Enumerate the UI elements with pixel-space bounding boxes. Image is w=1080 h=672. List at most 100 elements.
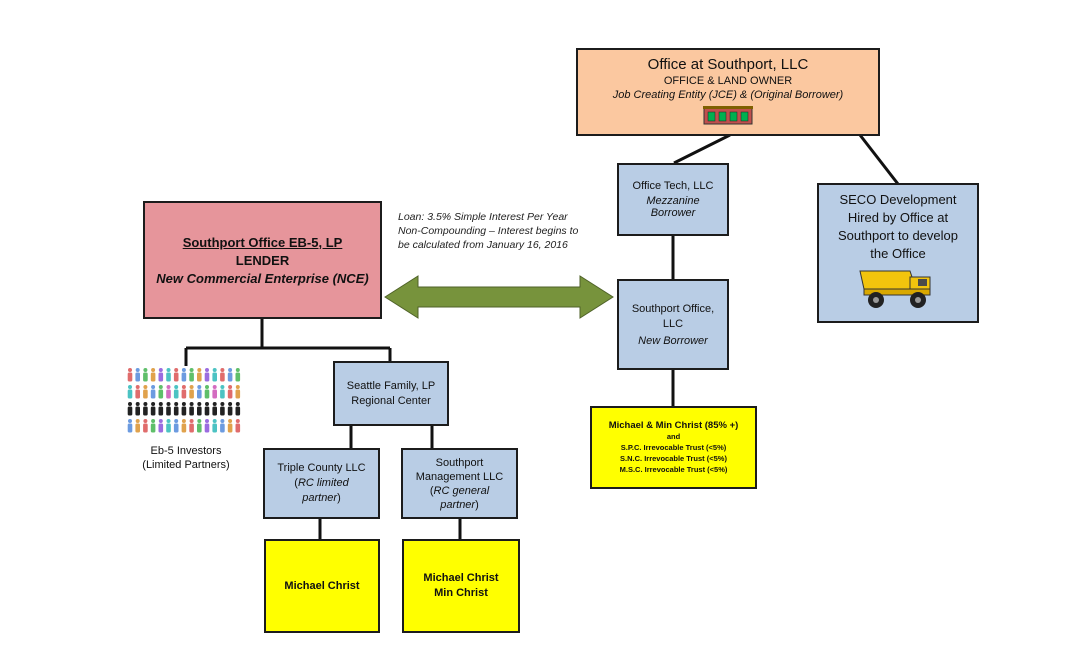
investor-figure-head [212, 419, 217, 423]
michael-christ-box: Michael Christ [264, 539, 380, 633]
investor-figure-head [220, 402, 225, 406]
investor-figure-head [151, 368, 156, 372]
investor-figure-body [204, 372, 210, 382]
investor-figure-head [135, 402, 140, 406]
lender-name: Southport Office EB-5, LP [182, 234, 343, 250]
investor-figure-body [181, 406, 187, 416]
new-borrower-role: New Borrower [638, 335, 708, 347]
investor-figure-head [189, 385, 194, 389]
investor-figure-head [151, 385, 156, 389]
investor-figure-head [189, 368, 194, 372]
triple-county-note-open: ( [294, 477, 298, 489]
investor-figure-head [189, 419, 194, 423]
investor-figure-head [158, 402, 163, 406]
investor-figure-head [143, 368, 148, 372]
investor-figure-body [212, 406, 217, 416]
owners-line1: Michael & Min Christ (85% +) [608, 420, 739, 431]
investor-figure-body [150, 389, 156, 399]
owners-line3: S.P.C. Irrevocable Trust (<5%) [620, 443, 727, 452]
building-icon [703, 105, 753, 125]
investor-figure-head [174, 385, 179, 389]
investor-figure-body [189, 406, 194, 416]
investor-figure-body [212, 423, 217, 433]
investor-figure-body [135, 423, 140, 433]
investor-figure-head [174, 368, 179, 372]
investor-figure-head [128, 419, 132, 423]
investor-figure-body [212, 372, 217, 382]
investor-figure-body [197, 406, 202, 416]
investor-figure-head [181, 385, 186, 389]
owners-box: Michael & Min Christ (85% +) and S.P.C. … [590, 406, 757, 489]
owner-name: Office at Southport, LLC [647, 56, 809, 73]
southport-mgmt-note-open: ( [429, 484, 434, 497]
investor-figure-head [166, 419, 171, 423]
investor-figure-head [151, 402, 156, 406]
investor-figure-body [197, 372, 202, 382]
investor-figure-body [135, 372, 140, 382]
investor-figure-head [235, 419, 240, 423]
investors-label: Eb-5 Investors (Limited Partners) [116, 444, 256, 472]
regional-center-name: Seattle Family, LP Regional Center [346, 379, 436, 407]
investor-figure-body [204, 423, 210, 433]
new-borrower-box: Southport Office, LLC New Borrower [617, 279, 729, 370]
investor-figure-body [235, 389, 241, 399]
investor-figure-body [143, 423, 148, 433]
michael-christ-text: Michael Christ [284, 580, 360, 592]
seco-box: SECO Development Hired by Office at Sout… [817, 183, 979, 323]
owner-role: OFFICE & LAND OWNER [663, 75, 793, 87]
investor-figure-body [197, 389, 202, 399]
investor-figure-head [212, 385, 217, 389]
investor-figure-head [174, 402, 179, 406]
investor-figure-head [135, 368, 140, 372]
investor-figure-head [205, 385, 209, 389]
investor-figure-body [204, 406, 210, 416]
investor-figure-head [143, 402, 148, 406]
investor-figure-head [158, 368, 163, 372]
people-icon [126, 366, 246, 436]
investor-figure-body [158, 389, 164, 399]
triple-county-box: Triple County LLC (RC limited partner) [263, 448, 380, 519]
owner-box: Office at Southport, LLC OFFICE & LAND O… [576, 48, 880, 136]
investor-figure-head [143, 385, 148, 389]
owner-note: Job Creating Entity (JCE) & (Original Bo… [612, 89, 844, 101]
investor-figure-body [150, 406, 156, 416]
investor-figure-head [181, 368, 186, 372]
triple-county-name: Triple County LLC [277, 462, 366, 474]
investor-figure-body [158, 423, 164, 433]
investor-figure-body [181, 389, 187, 399]
owners-line4: S.N.C. Irrevocable Trust (<5%) [620, 454, 727, 463]
investor-figure-body [173, 406, 179, 416]
investor-figure-body [235, 423, 241, 433]
dump-truck-icon [858, 267, 938, 309]
investor-figure-body [189, 389, 194, 399]
connector-owner-to-tech [673, 133, 731, 165]
investor-figure-body [173, 372, 179, 382]
investor-figure-head [197, 368, 202, 372]
connector-owner-to-seco [858, 134, 900, 185]
investor-figure-body [181, 423, 187, 433]
investor-figure-body [212, 389, 217, 399]
office-tech-role: Mezzanine Borrower [646, 195, 700, 219]
investor-figure-head [158, 419, 163, 423]
investor-figure-head [205, 402, 209, 406]
investor-figure-body [135, 406, 140, 416]
investor-figure-body [127, 372, 133, 382]
investor-figure-body [220, 423, 225, 433]
investor-figure-head [166, 368, 171, 372]
triple-county-note-close: ) [337, 492, 341, 504]
triple-county-note-wrap: (RC limited partner) [282, 476, 362, 506]
investor-figure-head [220, 419, 225, 423]
investor-figure-head [181, 419, 186, 423]
investor-figure-body [166, 423, 171, 433]
southport-mgmt-name: Southport Management LLC [415, 456, 504, 483]
owners-line5: M.S.C. Irrevocable Trust (<5%) [619, 465, 728, 474]
investor-figure-head [158, 385, 163, 389]
investor-figure-body [173, 423, 179, 433]
regional-center-box: Seattle Family, LP Regional Center [333, 361, 449, 426]
loan-double-arrow [384, 275, 614, 319]
lender-role: LENDER [235, 252, 290, 268]
investor-figure-head [197, 402, 202, 406]
investor-figure-body [166, 406, 171, 416]
investor-figure-head [181, 402, 186, 406]
investor-figure-head [174, 419, 179, 423]
